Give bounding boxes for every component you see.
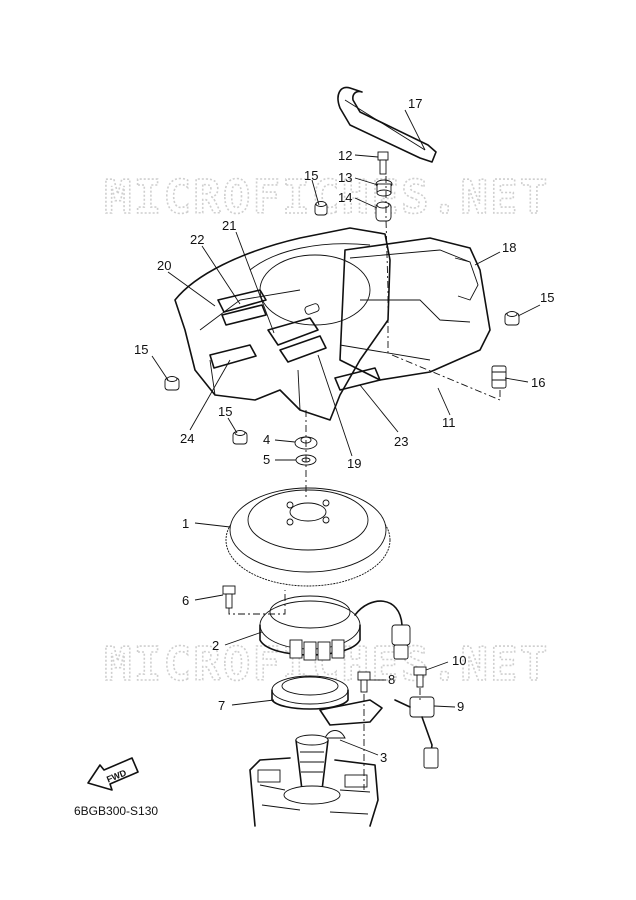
callout-24: 24 [180, 431, 194, 446]
callout-3: 3 [380, 750, 387, 765]
part-16-clip [491, 365, 507, 389]
part-13-collar [375, 179, 393, 197]
callout-14: 14 [338, 190, 352, 205]
part-20-top-cowl [174, 227, 391, 421]
part-1-flywheel [225, 487, 391, 587]
callout-18: 18 [502, 240, 516, 255]
callout-7: 7 [218, 698, 225, 713]
part-7-base [271, 675, 383, 726]
part-21-decal [267, 317, 327, 363]
part-23-decal [334, 367, 381, 391]
part-3-key [324, 730, 346, 739]
callout-17: 17 [408, 96, 422, 111]
part-10-bolt [413, 666, 427, 688]
callout-23: 23 [394, 434, 408, 449]
part-15-grommet-a [314, 201, 328, 216]
part-11-18-cover [339, 237, 491, 381]
callout-15-d: 15 [218, 404, 232, 419]
part-15-grommet-c [164, 376, 180, 391]
part-15-grommet-d [232, 430, 248, 445]
callout-19: 19 [347, 456, 361, 471]
callout-22: 22 [190, 232, 204, 247]
callout-20: 20 [157, 258, 171, 273]
callout-15-c: 15 [134, 342, 148, 357]
callout-10: 10 [452, 653, 466, 668]
part-22-decal [217, 289, 267, 326]
callout-4: 4 [263, 432, 270, 447]
part-12-bolt [377, 151, 389, 175]
callout-21: 21 [222, 218, 236, 233]
callout-5: 5 [263, 452, 270, 467]
callout-11: 11 [442, 415, 456, 430]
part-14-grommet [375, 201, 392, 222]
callout-1: 1 [182, 516, 189, 531]
part-6-bolt [222, 585, 236, 609]
callout-16: 16 [531, 375, 545, 390]
callout-13: 13 [338, 170, 352, 185]
part-15-grommet-b [504, 311, 520, 326]
callout-9: 9 [457, 699, 464, 714]
callout-15-b: 15 [540, 290, 554, 305]
diagram-code: 6BGB300-S130 [74, 804, 158, 818]
part-8-bolt [357, 671, 371, 693]
callouts: 17 12 13 14 15 18 15 16 11 23 19 21 22 2… [134, 96, 554, 765]
leaders [151, 109, 541, 756]
callout-8: 8 [388, 672, 395, 687]
part-17-hose [337, 86, 437, 163]
fwd-arrow: FWD [87, 757, 139, 791]
callout-6: 6 [182, 593, 189, 608]
part-24-decal [209, 344, 257, 369]
watermark-top: MICROFICHES.NET [104, 170, 549, 224]
callout-2: 2 [212, 638, 219, 653]
crankshaft-and-block [249, 734, 379, 827]
part-9-pulser [394, 696, 439, 769]
callout-12: 12 [338, 148, 352, 163]
callout-15-a: 15 [304, 168, 318, 183]
